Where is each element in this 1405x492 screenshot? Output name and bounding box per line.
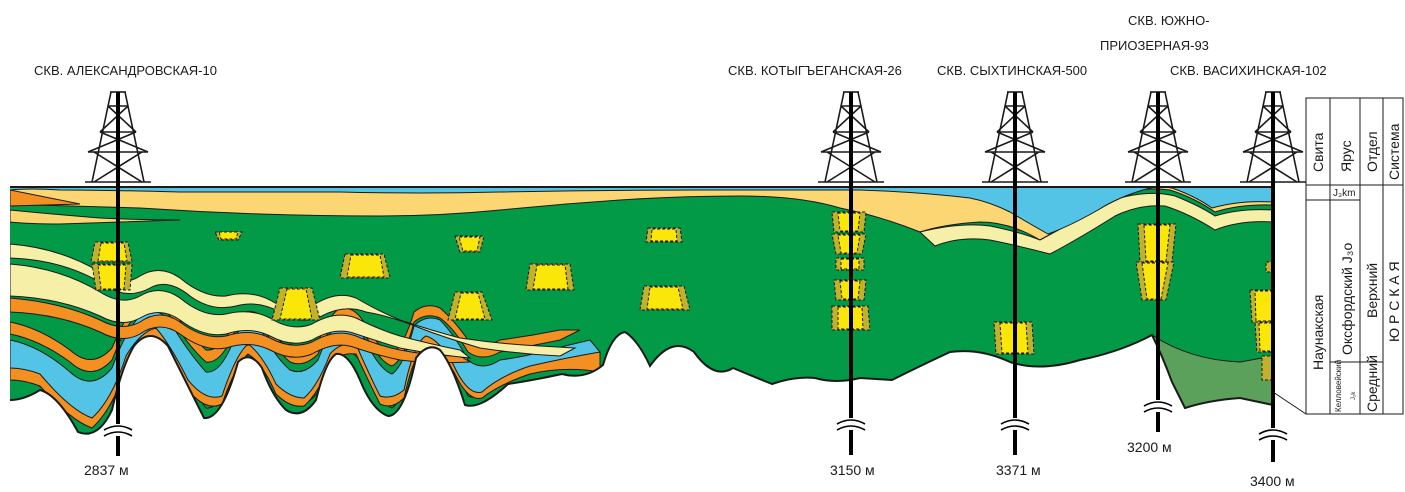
well-kotygeganskaya[interactable]: СКВ. КОТЫГЪЕГАНСКАЯ-26 3150 м [728, 63, 902, 478]
pale-yellow-right-unit [918, 192, 1273, 255]
top-unit-label: J₃km [1333, 188, 1355, 199]
otdel-header: Отдел [1364, 132, 1380, 173]
lens [447, 291, 493, 321]
well-depth: 3200 м [1127, 439, 1172, 455]
well-label: СКВ. ВАСИХИНСКАЯ-102 [1170, 63, 1327, 78]
break-symbol [1143, 401, 1173, 413]
sistema-name: Ю Р С К А Я [1386, 261, 1402, 342]
well-depth: 3400 м [1250, 473, 1295, 489]
well-label: СКВ. АЛЕКСАНДРОВСКАЯ-10 [34, 63, 217, 78]
left-band-pale-yellow [10, 243, 577, 357]
break-symbol [1258, 429, 1288, 441]
orange-top-left [10, 189, 81, 207]
left-band-orange-upper [10, 297, 472, 364]
well-depth: 3371 м [996, 462, 1041, 478]
lens [639, 285, 691, 311]
otdel-lower: Средний [1364, 355, 1380, 412]
lens [339, 253, 391, 279]
derrick-icon [818, 91, 884, 183]
yarus-lower-index: J₂k [1351, 391, 1357, 400]
lens [90, 241, 133, 291]
well-aleksandrovskaya[interactable]: СКВ. АЛЕКСАНДРОВСКАЯ-10 2837 м [34, 63, 217, 478]
svita-header: Свита [1310, 132, 1326, 172]
well-yuzhno-priozernaya[interactable]: СКВ. ЮЖНО- ПРИОЗЕРНАЯ-93 3200 м [1100, 13, 1210, 455]
well-label: СКВ. ЮЖНО- [1128, 13, 1210, 28]
strata [10, 187, 1273, 434]
sand-top-left [10, 209, 181, 225]
lens [271, 287, 321, 321]
well-depth: 2837 м [84, 462, 129, 478]
well-label: СКВ. КОТЫГЪЕГАНСКАЯ-26 [728, 63, 902, 78]
well-depth: 3150 м [830, 462, 875, 478]
section-outline [9, 186, 1274, 435]
sistema-header: Система [1386, 123, 1402, 180]
yarus-upper: Оксфордский J₃o [1339, 243, 1355, 355]
well-label: СКВ. СЫХТИНСКАЯ-500 [937, 63, 1087, 78]
strat-column [1272, 97, 1404, 415]
lens [214, 231, 243, 241]
left-band-pale-yellow-2 [10, 263, 472, 359]
lens [525, 263, 575, 291]
svita-name: Наунакская [1310, 295, 1326, 370]
break-symbol [836, 419, 866, 431]
otdel-upper: Верхний [1364, 263, 1380, 318]
strat-column-labels: Свита Ярус Отдел Система J₃km Наунакская… [1310, 123, 1402, 412]
lens [454, 235, 485, 253]
lens [645, 227, 683, 243]
well-sykhtinskaya[interactable]: СКВ. СЫХТИНСКАЯ-500 3371 м [937, 63, 1087, 478]
derrick-icon [85, 91, 151, 183]
break-symbol [103, 425, 133, 437]
yarus-lower: Келловейский [1334, 360, 1343, 412]
break-symbol [1000, 419, 1030, 431]
yarus-header: Ярус [1338, 140, 1354, 172]
well-label: ПРИОЗЕРНАЯ-93 [1100, 38, 1209, 53]
well-vasikhinskaya[interactable]: СКВ. ВАСИХИНСКАЯ-102 3400 м [1170, 63, 1327, 489]
